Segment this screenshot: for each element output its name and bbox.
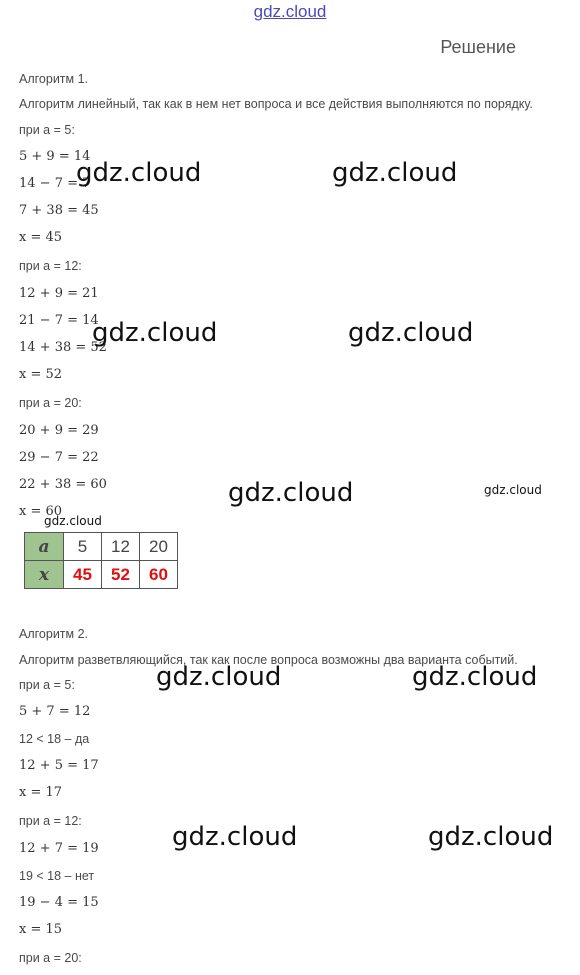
alg1-line: при a = 12:: [19, 259, 82, 273]
table-cell: 45: [63, 560, 102, 589]
watermark: gdz.cloud: [332, 158, 458, 188]
table-cell: 52: [101, 560, 140, 589]
watermark: gdz.cloud: [44, 514, 102, 528]
alg1-line: 12 + 9 = 21: [19, 286, 99, 301]
alg1-description: Алгоритм линейный, так как в нем нет воп…: [19, 97, 533, 111]
alg1-line: 21 − 7 = 14: [19, 313, 99, 328]
table-cell: 20: [139, 532, 178, 561]
alg2-line: 19 − 4 = 15: [19, 895, 99, 910]
results-table: a 5 12 20 x 45 52 60: [24, 532, 178, 589]
alg2-line: x = 15: [19, 922, 63, 937]
watermark: gdz.cloud: [172, 822, 298, 852]
alg2-line: при a = 12:: [19, 814, 82, 828]
watermark: gdz.cloud: [92, 318, 218, 348]
table-cell: 12: [101, 532, 140, 561]
alg1-line: 5 + 9 = 14: [19, 149, 91, 164]
alg1-line: 29 − 7 = 22: [19, 450, 99, 465]
alg2-line: 19 < 18 – нет: [19, 869, 95, 883]
alg1-line: 7 + 38 = 45: [19, 203, 99, 218]
table-row-label: x: [24, 560, 64, 589]
alg1-line: 20 + 9 = 29: [19, 423, 99, 438]
site-logo[interactable]: gdz.cloud: [253, 2, 327, 21]
watermark: gdz.cloud: [484, 483, 542, 497]
table-row: x 45 52 60: [24, 560, 178, 589]
watermark: gdz.cloud: [428, 822, 554, 852]
alg2-line: 12 < 18 – да: [19, 732, 90, 746]
alg1-title: Алгоритм 1.: [19, 72, 89, 86]
alg2-title: Алгоритм 2.: [19, 627, 89, 641]
alg2-line: при a = 5:: [19, 678, 75, 692]
watermark: gdz.cloud: [412, 662, 538, 692]
alg1-line: x = 45: [19, 230, 63, 245]
alg2-line: 12 + 7 = 19: [19, 841, 99, 856]
page-title: Решение: [440, 37, 516, 57]
alg2-line: 5 + 7 = 12: [19, 704, 91, 719]
alg2-line: x = 17: [19, 785, 63, 800]
alg1-line: x = 52: [19, 367, 63, 382]
alg1-line: при a = 20:: [19, 396, 82, 410]
alg1-line: 14 + 38 = 52: [19, 340, 107, 355]
table-row-label: a: [24, 532, 64, 561]
alg2-line: при a = 20:: [19, 951, 82, 965]
alg1-line: 22 + 38 = 60: [19, 477, 107, 492]
alg1-line: при a = 5:: [19, 123, 75, 137]
table-cell: 60: [139, 560, 178, 589]
watermark: gdz.cloud: [156, 662, 282, 692]
watermark: gdz.cloud: [76, 158, 202, 188]
alg2-line: 12 + 5 = 17: [19, 758, 99, 773]
table-cell: 5: [63, 532, 102, 561]
alg1-line: 14 − 7 = 7: [19, 176, 91, 191]
alg1-line: x = 60: [19, 504, 63, 519]
watermark: gdz.cloud: [228, 478, 354, 508]
table-row: a 5 12 20: [24, 532, 178, 561]
watermark: gdz.cloud: [348, 318, 474, 348]
alg2-description: Алгоритм разветвляющийся, так как после …: [19, 653, 518, 667]
